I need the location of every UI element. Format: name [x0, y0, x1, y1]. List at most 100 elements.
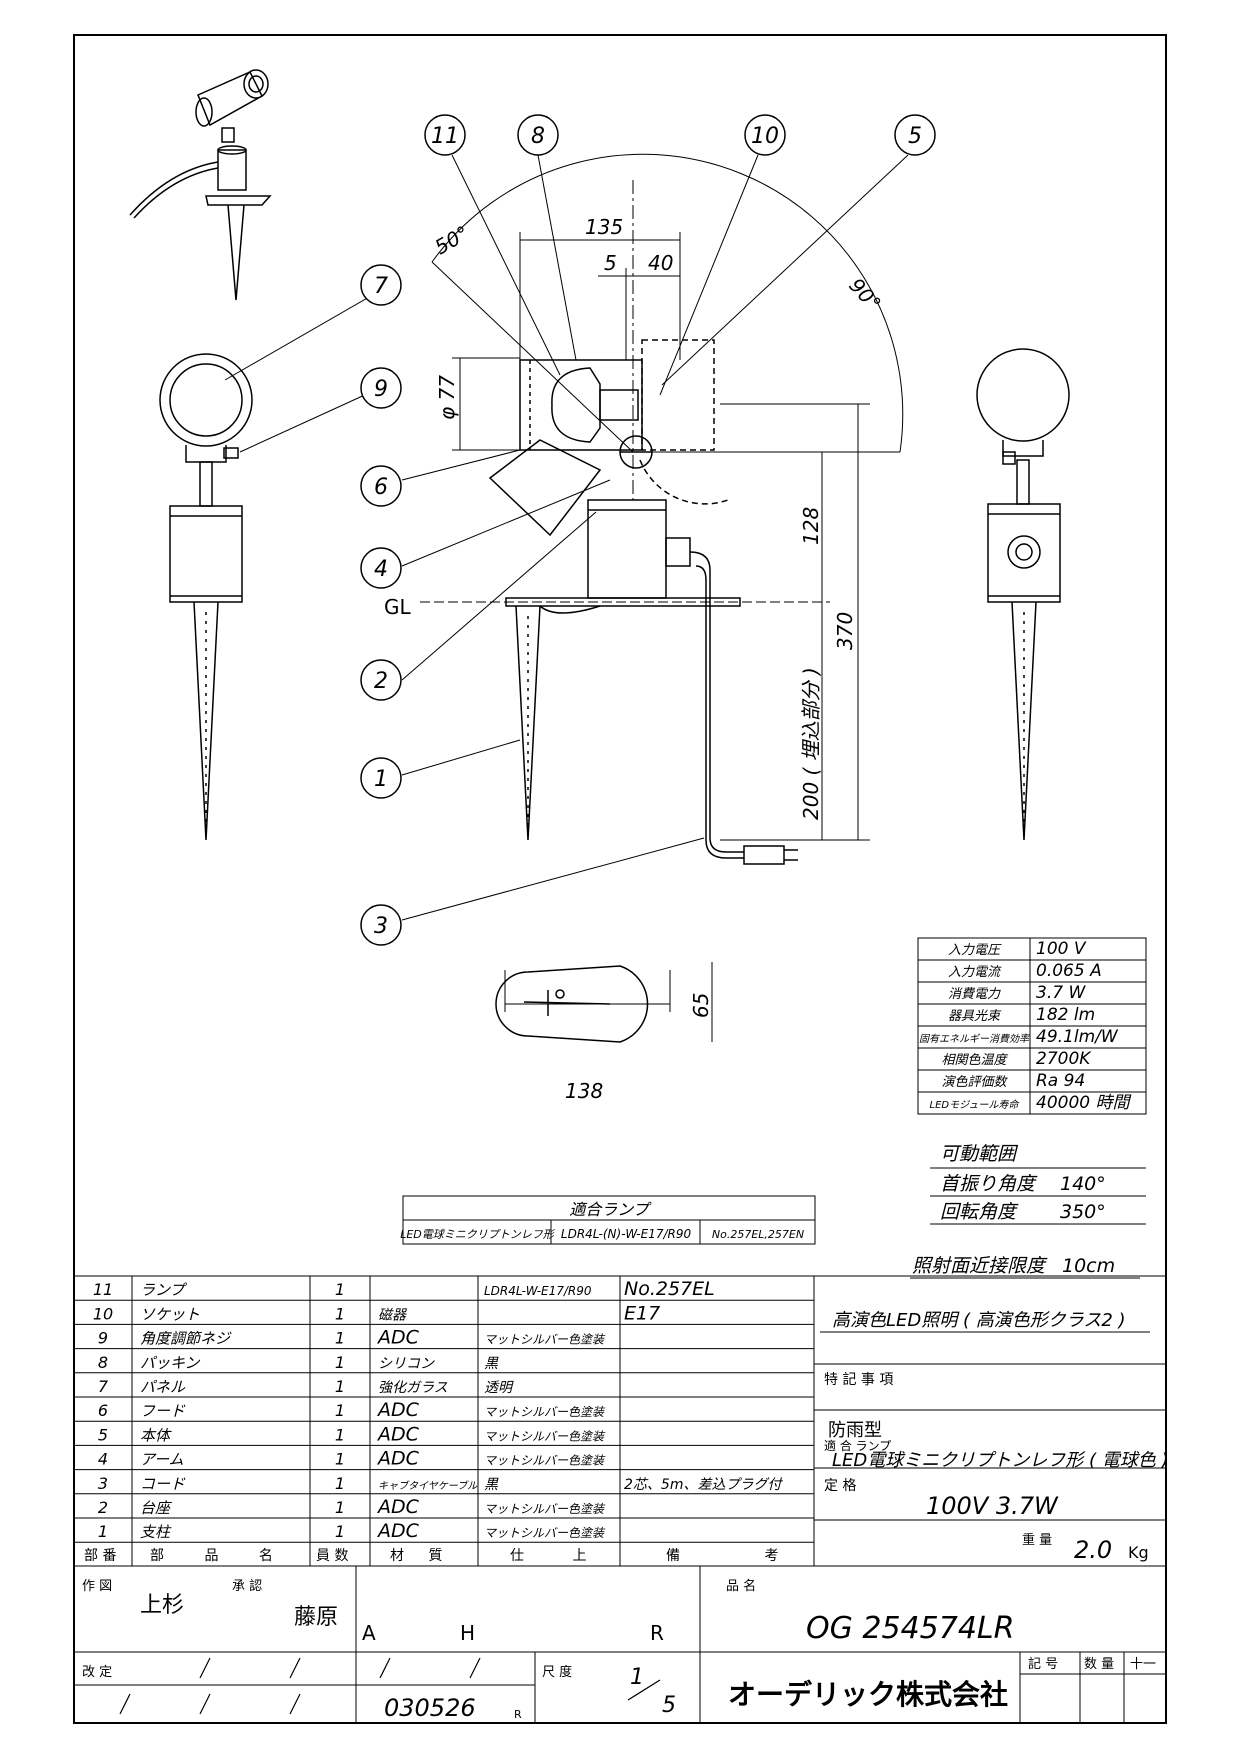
part-qty: 1 — [335, 1353, 345, 1372]
balloon-11-label: 11 — [431, 124, 459, 149]
min-distance-label: 照射面近接限度 — [912, 1255, 1048, 1277]
part-material: ADC — [376, 1423, 420, 1445]
balloon-4-label: 4 — [374, 557, 388, 582]
parts-header-note: 備 考 — [666, 1548, 818, 1564]
part-qty: 1 — [335, 1280, 345, 1299]
part-number: 7 — [98, 1377, 109, 1396]
revision-slashes — [119, 1657, 481, 1715]
symbol-label: 記 号 — [1028, 1656, 1058, 1672]
part-number: 6 — [98, 1401, 108, 1420]
spec-label: 演色評価数 — [941, 1075, 1008, 1090]
ground-level-label: GL — [384, 595, 411, 619]
approved-label: 承 認 — [232, 1578, 262, 1594]
part-number: 11 — [93, 1280, 113, 1299]
revision-label: 改 定 — [82, 1665, 112, 1680]
part-qty: 1 — [335, 1329, 345, 1348]
dim-128: 128 — [799, 507, 823, 545]
spec-label: 消費電力 — [948, 987, 1001, 1002]
drawing-date-suffix: R — [514, 1708, 522, 1721]
rotation-value: 350° — [1060, 1201, 1106, 1223]
scale-fraction-bar — [627, 1679, 661, 1701]
part-material: シリコン — [378, 1356, 435, 1372]
balloon-2-label: 2 — [374, 669, 388, 694]
part-material: ADC — [376, 1399, 420, 1421]
balloon-leaders — [224, 154, 909, 921]
lamp-table-c3: No.257EL,257EN — [712, 1228, 804, 1241]
part-qty: 1 — [335, 1304, 345, 1323]
part-qty: 1 — [335, 1522, 345, 1541]
company-name: オーデリック株式会社 — [728, 1678, 1008, 1711]
grade-a: A — [362, 1621, 376, 1645]
part-finish: LDR4L-W-E17/R90 — [484, 1284, 592, 1298]
parts-header-qty: 員 数 — [316, 1548, 348, 1564]
spec-table — [917, 937, 1147, 1115]
dimension-lines — [452, 232, 870, 1042]
lamp-table-title: 適合ランプ — [569, 1200, 652, 1219]
balloon-6-label: 6 — [374, 475, 388, 500]
part-note: E17 — [624, 1302, 660, 1324]
balloon-7-label: 7 — [374, 274, 388, 299]
base-top-view — [495, 965, 649, 1043]
balloon-3-label: 3 — [374, 914, 388, 939]
notes-weight-value: 2.0 — [1074, 1536, 1112, 1564]
balloon-9 — [360, 367, 402, 409]
part-note: No.257EL — [624, 1278, 715, 1300]
dim-65: 65 — [689, 993, 713, 1018]
spec-label: 入力電流 — [948, 965, 1002, 980]
grade-r: R — [650, 1621, 664, 1645]
drawing-date: 030526 — [384, 1694, 476, 1722]
part-number: 3 — [98, 1474, 108, 1493]
part-name: 本体 — [140, 1426, 172, 1444]
balloon-4 — [360, 547, 402, 589]
notes-rating-label: 定 格 — [824, 1478, 856, 1494]
balloon-1-label: 1 — [374, 767, 388, 792]
lamp-table-c1: LED電球ミニクリプトンレフ形 — [400, 1228, 556, 1241]
spec-value: Ra 94 — [1036, 1071, 1085, 1091]
spec-label: 器具光束 — [948, 1009, 1002, 1024]
part-qty: 1 — [335, 1401, 345, 1420]
part-material: 磁器 — [378, 1307, 408, 1323]
spec-label: 相関色温度 — [941, 1053, 1008, 1068]
rotation-label: 回転角度 — [940, 1201, 1019, 1223]
part-finish: 黒 — [484, 1477, 499, 1493]
scale-denominator: 5 — [662, 1693, 676, 1718]
spec-value: 40000 時間 — [1036, 1093, 1131, 1113]
drawn-by: 上杉 — [140, 1593, 184, 1618]
part-material: ADC — [376, 1327, 420, 1349]
part-note: 2芯、5m、差込プラグ付 — [624, 1477, 783, 1493]
dim-135: 135 — [585, 215, 623, 239]
dim-5: 5 — [604, 251, 617, 275]
spec-label: 固有エネルギー消費効率 — [919, 1033, 1031, 1045]
min-distance-value: 10cm — [1062, 1255, 1115, 1277]
notes-weight-label: 重 量 — [1022, 1532, 1052, 1548]
scale-label: 尺 度 — [542, 1664, 572, 1680]
dim-40: 40 — [648, 251, 673, 275]
product-label: 品 名 — [726, 1578, 756, 1594]
dim-200: 200 ( 埋込部分 ) — [799, 667, 823, 820]
spec-value: 100 V — [1036, 939, 1087, 959]
spec-value: 0.065 A — [1036, 961, 1102, 981]
parts-header-no: 部 番 — [84, 1548, 116, 1564]
part-name: フード — [140, 1402, 186, 1420]
part-qty: 1 — [335, 1498, 345, 1517]
balloon-8 — [517, 114, 559, 156]
angle-90: 90° — [844, 273, 886, 315]
part-number: 4 — [98, 1450, 108, 1469]
part-material: ADC — [376, 1448, 420, 1470]
lamp-table-c2: LDR4L-(N)-W-E17/R90 — [561, 1227, 692, 1241]
part-name: パッキン — [140, 1354, 201, 1372]
spec-value: 49.1lm/W — [1036, 1027, 1119, 1047]
right-view — [976, 348, 1070, 841]
notes-rain: 防雨型 — [828, 1420, 882, 1441]
notes-title: 特 記 事 項 — [824, 1371, 893, 1388]
main-view — [420, 153, 904, 865]
part-number: 2 — [98, 1498, 108, 1517]
part-name: パネル — [140, 1378, 186, 1396]
part-number: 10 — [93, 1304, 113, 1323]
balloon-11 — [424, 114, 466, 156]
